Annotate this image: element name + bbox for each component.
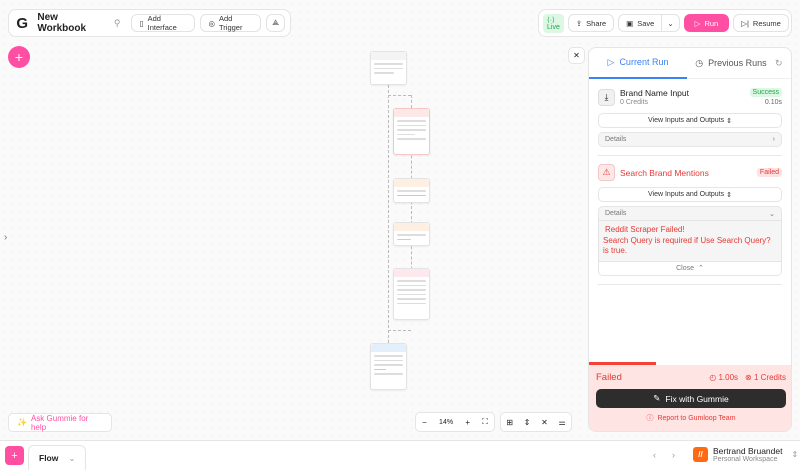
chevron-updown-icon: ⇕ [791, 450, 799, 459]
workbook-toolbar: G New Workbook ⚲ ▯Add Interface ◎Add Tri… [8, 9, 291, 37]
tab-previous-runs[interactable]: ◷Previous Runs [695, 57, 767, 69]
close-icon: ✕ [573, 51, 580, 60]
plus-icon: + [14, 49, 24, 65]
share-icon: ⇪ [575, 18, 583, 28]
status-badge: Success [749, 88, 782, 97]
status-badge: Failed [756, 168, 782, 177]
save-button[interactable]: ▣Save [618, 14, 663, 32]
settings-sliders-icon[interactable]: ⚌ [558, 417, 566, 427]
fit-view-icon[interactable]: ⛶ [482, 417, 488, 426]
ask-gummie-button[interactable]: ✨Ask Gummie for help [8, 413, 112, 432]
view-inputs-outputs-button[interactable]: View Inputs and Outputs ⇕ [598, 113, 782, 128]
bottom-bar [0, 440, 800, 470]
download-icon: ⤓ [598, 88, 615, 106]
workspace-logo-icon: // [693, 447, 708, 462]
play-icon: ▷ [694, 18, 701, 28]
expand-sidebar-icon[interactable]: › [4, 232, 8, 243]
live-badge[interactable]: ⟨·⟩ Live [543, 13, 564, 33]
error-message: Reddit Scraper Failed!Search Query is re… [603, 225, 771, 255]
failed-footer: Failed ◴ 1.00s ⊗ 1 Credits ✎Fix with Gum… [589, 362, 791, 431]
progress-bar [589, 362, 791, 365]
add-node-button[interactable]: + [8, 46, 30, 68]
zoom-controls: − 14% + ⛶ [415, 412, 495, 432]
run-toolbar: ⟨·⟩ Live ⇪Share ▣Save ⌄ ▷Run ▷|Resume [538, 9, 792, 37]
timer-icon: ◴ [709, 373, 719, 382]
credits-icon: ⊗ [745, 373, 754, 382]
tab-flow[interactable]: Flow⌄ [28, 445, 86, 470]
help-icon: ⓘ [646, 415, 654, 422]
view-inputs-outputs-button[interactable]: View Inputs and Outputs ⇕ [598, 187, 782, 202]
zoom-out-icon[interactable]: − [422, 417, 427, 427]
zoom-level: 14% [439, 418, 454, 426]
layout-controls: ⊞ ⇕ ✕ ⚌ [500, 412, 572, 432]
pin-icon[interactable]: ⚲ [113, 17, 121, 28]
prev-icon[interactable]: ‹ [653, 450, 656, 460]
plus-icon: + [11, 449, 18, 462]
edge [411, 95, 412, 320]
live-icon: ⟨·⟩ [547, 16, 555, 24]
chevron-down-icon: ⌄ [769, 210, 775, 218]
wand-icon: ✎ [653, 393, 661, 403]
edge [388, 330, 411, 331]
workbook-title[interactable]: New Workbook [37, 12, 87, 34]
add-flow-button[interactable]: + [5, 446, 24, 465]
close-panel-button[interactable]: ✕ [568, 47, 585, 64]
edge [388, 85, 389, 343]
node-4[interactable] [393, 222, 430, 246]
save-options-button[interactable]: ⌄ [661, 14, 680, 32]
zoom-in-icon[interactable]: + [465, 417, 470, 427]
trigger-icon: ◎ [208, 18, 215, 28]
close-details-button[interactable]: Close⌃ [599, 260, 781, 275]
gumloop-logo-icon: G [16, 14, 29, 32]
run-button[interactable]: ▷Run [683, 14, 730, 32]
sparkle-icon: ✨ [17, 418, 27, 427]
resume-button[interactable]: ▷|Resume [733, 14, 789, 32]
chevron-right-icon: › [772, 136, 775, 143]
progress-fill [589, 362, 657, 365]
interface-icon: ▯ [139, 18, 144, 28]
grid-icon[interactable]: ⊞ [506, 417, 514, 427]
chevron-down-icon: ⌄ [667, 18, 674, 28]
resume-icon: ▷| [741, 18, 749, 28]
play-icon: ▷ [607, 56, 615, 67]
share-button[interactable]: ⇪Share [567, 14, 615, 32]
tab-current-run[interactable]: ▷Current Run [589, 48, 687, 79]
details-toggle[interactable]: Details⌄ [599, 207, 781, 221]
node-3[interactable] [393, 178, 430, 203]
refresh-icon[interactable]: ↻ [775, 57, 783, 68]
fix-with-gummie-button[interactable]: ✎Fix with Gummie [596, 389, 786, 408]
divider [598, 283, 782, 285]
add-trigger-button[interactable]: ◎Add Trigger [200, 14, 262, 32]
chevron-down-icon: ⌄ [68, 452, 76, 463]
node-search-brand-mentions[interactable] [393, 108, 430, 155]
warning-icon: ⚠ [598, 164, 615, 181]
node-brand-name-input[interactable] [370, 51, 407, 85]
edge [388, 95, 411, 96]
expand-vertical-icon[interactable]: ⇕ [523, 417, 531, 427]
history-icon: ◷ [695, 57, 704, 68]
divider [598, 155, 782, 156]
chevron-updown-icon: ⇕ [726, 117, 732, 125]
details-toggle[interactable]: Details› [598, 132, 782, 147]
chevron-updown-icon: ⇕ [726, 191, 732, 199]
add-interface-button[interactable]: ▯Add Interface [131, 14, 196, 32]
webhook-button[interactable]: ⟁ [266, 14, 285, 32]
collapse-icon[interactable]: ✕ [541, 417, 548, 427]
save-icon: ▣ [626, 18, 634, 28]
run-panel: ▷Current Run ◷Previous Runs ↻ ⤓ Brand Na… [588, 47, 792, 432]
webhook-icon: ⟁ [272, 18, 279, 27]
node-5[interactable] [393, 268, 430, 320]
node-6[interactable] [370, 343, 407, 390]
chevron-up-icon: ⌃ [698, 265, 704, 272]
next-icon[interactable]: › [672, 450, 675, 460]
